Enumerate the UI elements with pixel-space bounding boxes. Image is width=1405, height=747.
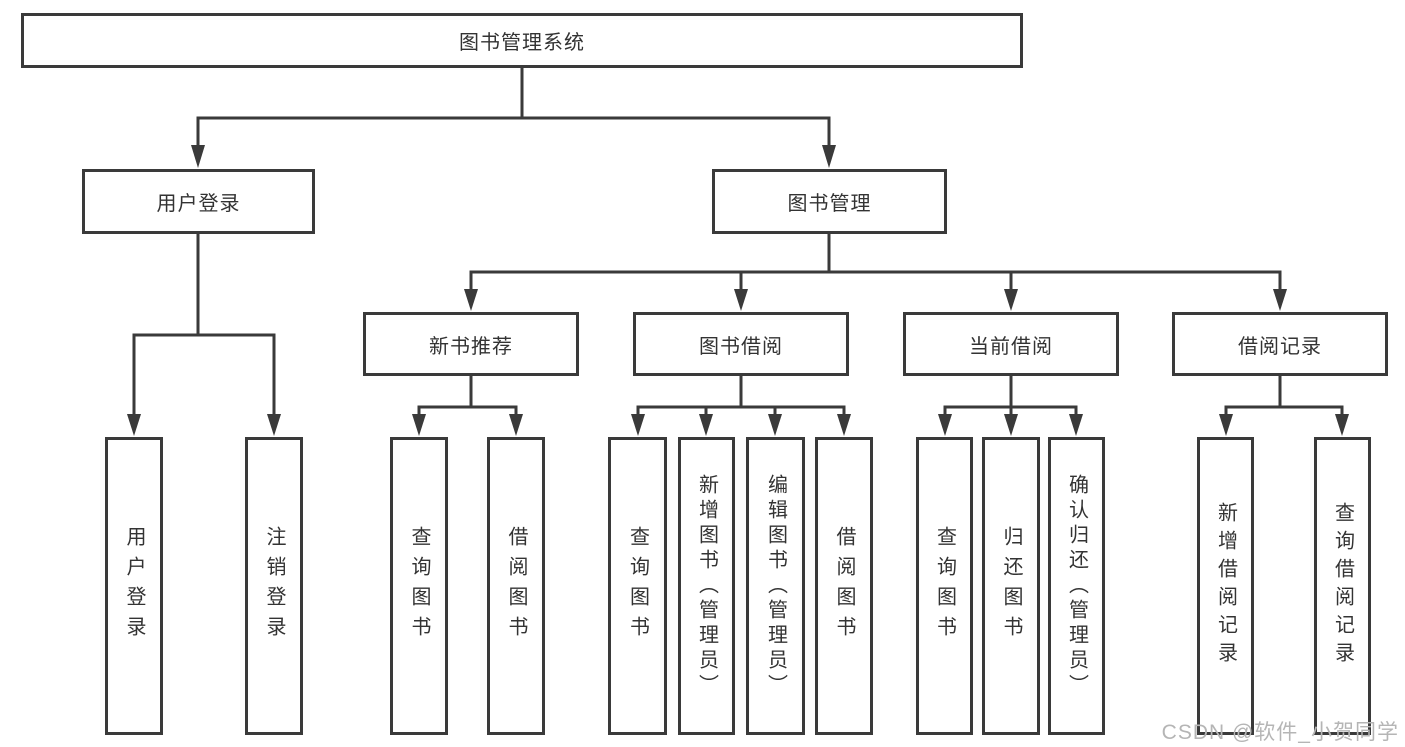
leaf-label: 借阅图书 [833, 526, 855, 646]
connector-bookborrow-to-children [631, 374, 851, 436]
leaf-label: 查询图书 [408, 526, 430, 646]
leaf-user-login: 用户登录 [105, 437, 163, 735]
node-user-login: 用户登录 [82, 169, 315, 234]
leaf-query-borrow-record: 查询借阅记录 [1314, 437, 1371, 735]
leaf-label: 用户登录 [123, 526, 145, 646]
leaf-label: 新增图书（管理员） [695, 473, 718, 699]
leaf-query-books-3: 查询图书 [916, 437, 973, 735]
leaf-label: 归还图书 [1000, 526, 1022, 646]
node-current-borrow: 当前借阅 [903, 312, 1119, 376]
leaf-add-borrow-record: 新增借阅记录 [1197, 437, 1254, 735]
leaf-add-books-admin: 新增图书（管理员） [678, 437, 735, 735]
connector-userlogin-to-children [127, 231, 281, 436]
leaf-confirm-return-admin: 确认归还（管理员） [1048, 437, 1105, 735]
leaf-edit-books-admin: 编辑图书（管理员） [746, 437, 805, 735]
csdn-watermark: CSDN @软件_小贺同学 [1161, 721, 1399, 744]
node-borrow-records: 借阅记录 [1172, 312, 1388, 376]
node-root-library-system: 图书管理系统 [21, 13, 1023, 68]
leaf-label: 编辑图书（管理员） [764, 473, 787, 699]
leaf-query-books-2: 查询图书 [608, 437, 667, 735]
leaf-borrow-books-1: 借阅图书 [487, 437, 545, 735]
connector-newbook-to-children [412, 374, 523, 436]
leaf-logout: 注销登录 [245, 437, 303, 735]
leaf-label: 新增借阅记录 [1214, 502, 1237, 670]
leaf-label: 借阅图书 [505, 526, 527, 646]
node-book-borrow: 图书借阅 [633, 312, 849, 376]
leaf-borrow-books-2: 借阅图书 [815, 437, 873, 735]
leaf-label: 注销登录 [263, 526, 285, 646]
connector-root-to-level2 [191, 66, 836, 168]
connector-bookmgmt-to-level3 [464, 232, 1287, 311]
leaf-label: 确认归还（管理员） [1065, 473, 1088, 699]
leaf-label: 查询图书 [626, 526, 649, 646]
leaf-return-books: 归还图书 [982, 437, 1040, 735]
leaf-query-books-1: 查询图书 [390, 437, 448, 735]
connector-records-to-children [1219, 374, 1349, 436]
leaf-label: 查询图书 [933, 526, 956, 646]
node-book-management: 图书管理 [712, 169, 947, 234]
connector-currentborrow-to-children [938, 374, 1083, 436]
node-new-book-recommend: 新书推荐 [363, 312, 579, 376]
leaf-label: 查询借阅记录 [1331, 502, 1354, 670]
